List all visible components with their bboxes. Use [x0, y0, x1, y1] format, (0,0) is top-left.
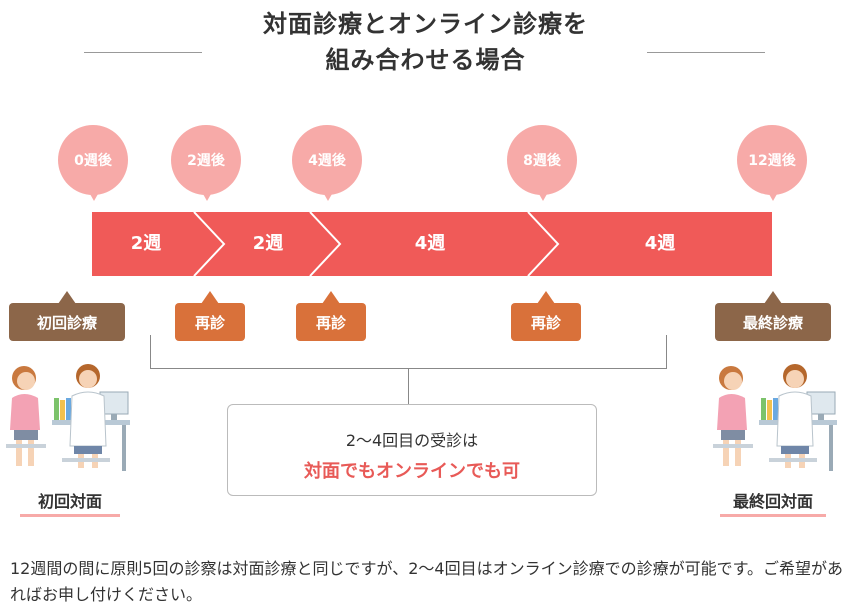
- week-bubble-label: 12週後: [748, 153, 796, 169]
- week-bubble-label: 0週後: [74, 153, 112, 169]
- week-bubble-0: 0週後: [58, 125, 128, 201]
- tag-revisit-1: 再診: [175, 291, 245, 341]
- tag-first-visit: 初回診療: [9, 291, 125, 341]
- bracket-right-arm: [666, 335, 667, 368]
- week-bubble-2: 2週後: [171, 125, 241, 201]
- figure-label-last: 最終回対面: [732, 492, 813, 511]
- figure-label-first: 初回対面: [37, 492, 102, 511]
- info-box: 2〜4回目の受診は 対面でもオンラインでも可: [227, 404, 597, 496]
- segment-divider: [193, 212, 226, 276]
- consultation-illustration-right: [713, 364, 837, 471]
- week-bubble-label: 8週後: [523, 153, 561, 169]
- segment-divider: [309, 212, 342, 276]
- tag-label: 再診: [194, 313, 225, 332]
- week-bubble-label: 2週後: [187, 153, 225, 169]
- segment-label-3: 4週: [414, 233, 446, 254]
- title-rule-left: [84, 52, 202, 53]
- info-line-2: 対面でもオンラインでも可: [304, 461, 520, 482]
- diagram-title: 対面診療とオンライン診療を 組み合わせる場合: [0, 6, 851, 78]
- segment-label-4: 4週: [644, 233, 676, 254]
- tag-label: 最終診療: [742, 313, 803, 332]
- bracket-stem: [408, 368, 409, 404]
- info-line-1: 2〜4回目の受診は: [345, 431, 479, 450]
- description-text: 12週間の間に原則5回の診察は対面診療と同じですが、2〜4回目はオンライン診療で…: [10, 559, 843, 604]
- week-bubble-label: 4週後: [308, 153, 346, 169]
- consultation-illustration-left: [6, 364, 130, 471]
- week-bubble-12: 12週後: [737, 125, 807, 201]
- tag-last-visit: 最終診療: [715, 291, 831, 341]
- tag-label: 再診: [530, 313, 561, 332]
- segment-label-2: 2週: [252, 233, 284, 254]
- title-line-1: 対面診療とオンライン診療を: [263, 10, 588, 38]
- title-rule-right: [647, 52, 765, 53]
- week-bubble-4: 4週後: [292, 125, 362, 201]
- tag-label: 再診: [315, 313, 346, 332]
- title-line-2: 組み合わせる場合: [325, 46, 526, 74]
- timeline-bar: [92, 212, 772, 276]
- tag-revisit-2: 再診: [296, 291, 366, 341]
- figure-label-first-underline: [20, 514, 120, 517]
- figure-label-last-underline: [720, 514, 826, 517]
- tag-revisit-3: 再診: [511, 291, 581, 341]
- segment-label-1: 2週: [130, 233, 162, 254]
- tag-label: 初回診療: [36, 313, 97, 332]
- week-bubble-8: 8週後: [507, 125, 577, 201]
- segment-divider: [527, 212, 560, 276]
- bracket-left-arm: [150, 335, 151, 368]
